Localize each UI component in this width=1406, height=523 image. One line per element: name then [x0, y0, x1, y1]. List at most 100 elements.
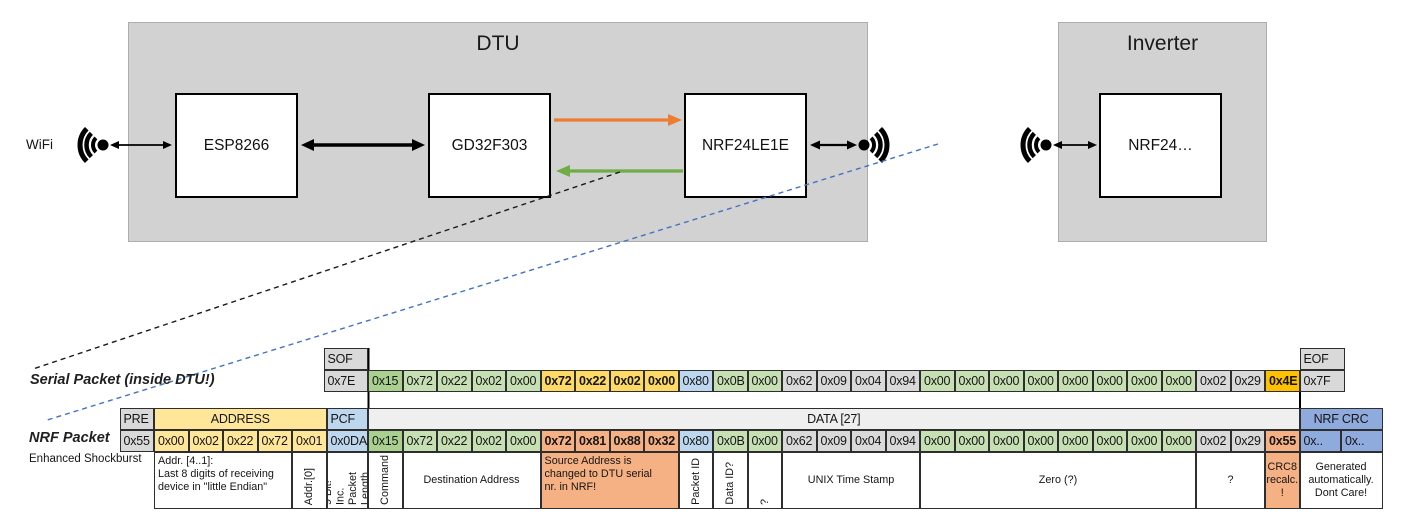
addr-4-1-note: Addr. [4..1]: Last 8 digits of receiving…: [154, 452, 292, 509]
packet-id-note-text: Packet ID: [689, 458, 702, 505]
nrf-byte-4: 0x00: [506, 430, 541, 452]
pre-byte: 0x55: [119, 430, 154, 452]
serial-byte-9: 0x80: [678, 370, 713, 392]
inverter-title: Inverter: [1126, 32, 1199, 55]
addr-0-note: Addr.[0]: [292, 452, 327, 509]
nrf-byte-26: 0x55: [1265, 430, 1300, 452]
data-id-note-text: Data ID?: [724, 462, 736, 505]
pcf-header: PCF: [326, 408, 368, 430]
enhanced-shockburst-label: Enhanced Shockburst: [29, 453, 142, 465]
serial-byte-22: 0x00: [1127, 370, 1162, 392]
serial-byte-8: 0x00: [644, 370, 679, 392]
unknown-byte-note-text: ?: [758, 498, 771, 505]
serial-byte-24: 0x02: [1196, 370, 1231, 392]
nrf-byte-22: 0x00: [1127, 430, 1162, 452]
serial-byte-21: 0x00: [1092, 370, 1127, 392]
nrf-crc-header: NRF CRC: [1299, 408, 1383, 430]
nrf-byte-17: 0x00: [954, 430, 989, 452]
packet-id-note: Packet ID: [678, 452, 713, 509]
serial-byte-20: 0x00: [1058, 370, 1093, 392]
serial-byte-4: 0x00: [506, 370, 541, 392]
sof-header: SOF: [323, 348, 368, 370]
pre-header: PRE: [119, 408, 154, 430]
unknown-byte-note: ?: [747, 452, 782, 509]
command-note-text: Command: [379, 455, 391, 505]
serial-byte-13: 0x09: [816, 370, 851, 392]
address-byte-2: 0x22: [223, 430, 258, 452]
nrf-byte-3: 0x02: [471, 430, 506, 452]
inverter-nrf24-label: NRF24…: [1128, 136, 1193, 154]
serial-byte-15: 0x94: [885, 370, 920, 392]
serial-byte-19: 0x00: [1023, 370, 1058, 392]
nrf-byte-24: 0x02: [1196, 430, 1231, 452]
nrf-byte-16: 0x00: [920, 430, 955, 452]
nrf-byte-10: 0x0B: [713, 430, 748, 452]
nrf-byte-6: 0x81: [575, 430, 610, 452]
nrf-byte-11: 0x00: [747, 430, 782, 452]
nrf-byte-8: 0x32: [644, 430, 679, 452]
serial-byte-7: 0x02: [609, 370, 644, 392]
inverter-module-box: Inverter: [1058, 22, 1267, 242]
serial-byte-25: 0x29: [1230, 370, 1265, 392]
address-byte-4: 0x01: [292, 430, 327, 452]
zero-note: Zero (?): [920, 452, 1196, 509]
serial-byte-23: 0x00: [1161, 370, 1196, 392]
source-address-note: Source Address is changed to DTU serial …: [540, 452, 679, 509]
crc8-note: CRC8 recalc. !: [1265, 452, 1300, 509]
nrf-byte-21: 0x00: [1092, 430, 1127, 452]
serial-byte-12: 0x62: [782, 370, 817, 392]
data-id-note: Data ID?: [713, 452, 748, 509]
serial-byte-2: 0x22: [437, 370, 472, 392]
address-byte-3: 0x72: [257, 430, 292, 452]
serial-byte-14: 0x04: [851, 370, 886, 392]
serial-byte-17: 0x00: [954, 370, 989, 392]
nrf-byte-15: 0x94: [885, 430, 920, 452]
nrf-byte-1: 0x72: [402, 430, 437, 452]
serial-byte-5: 0x72: [540, 370, 575, 392]
nrf-byte-0: 0x15: [368, 430, 403, 452]
pcf-note: 9 Bit! Inc. Packet Length: [326, 452, 368, 509]
unknown-pair-note: ?: [1196, 452, 1265, 509]
nrf-byte-18: 0x00: [989, 430, 1024, 452]
address-byte-1: 0x02: [188, 430, 223, 452]
addr-0-note-text: Addr.[0]: [303, 467, 315, 505]
nrf-packet-label: NRF Packet: [29, 430, 110, 446]
inverter-nrf24-box: NRF24…: [1099, 93, 1222, 198]
serial-byte-10: 0x0B: [713, 370, 748, 392]
sof-byte: 0x7E: [323, 370, 368, 392]
nrf-byte-14: 0x04: [851, 430, 886, 452]
pcf-byte: 0x0DA: [326, 430, 368, 452]
eof-byte: 0x7F: [1299, 370, 1345, 392]
nrf-byte-12: 0x62: [782, 430, 817, 452]
pcf-note-text: 9 Bit! Inc. Packet Length: [326, 471, 368, 505]
nrf-crc-note: Generated automatically. Dont Care!: [1299, 452, 1383, 509]
serial-byte-26: 0x4E: [1265, 370, 1300, 392]
nrf-byte-13: 0x09: [816, 430, 851, 452]
unix-time-stamp-note: UNIX Time Stamp: [782, 452, 920, 509]
eof-header: EOF: [1299, 348, 1345, 370]
nrf-byte-5: 0x72: [540, 430, 575, 452]
serial-byte-6: 0x22: [575, 370, 610, 392]
command-note: Command: [368, 452, 403, 509]
data-header: DATA [27]: [368, 408, 1300, 430]
serial-byte-11: 0x00: [747, 370, 782, 392]
serial-byte-16: 0x00: [920, 370, 955, 392]
serial-byte-1: 0x72: [402, 370, 437, 392]
nrf-byte-7: 0x88: [609, 430, 644, 452]
nrf-byte-9: 0x80: [678, 430, 713, 452]
address-byte-0: 0x00: [154, 430, 189, 452]
dtu-title: DTU: [476, 32, 520, 55]
nrf-byte-20: 0x00: [1058, 430, 1093, 452]
serial-byte-3: 0x02: [471, 370, 506, 392]
nrf-byte-23: 0x00: [1161, 430, 1196, 452]
nrf-crc-byte-0: 0x..: [1299, 430, 1341, 452]
destination-address-note: Destination Address: [402, 452, 541, 509]
nrf-crc-byte-1: 0x..: [1341, 430, 1383, 452]
address-header: ADDRESS: [154, 408, 327, 430]
serial-byte-18: 0x00: [989, 370, 1024, 392]
nrf-byte-25: 0x29: [1230, 430, 1265, 452]
serial-byte-0: 0x15: [368, 370, 403, 392]
nrf-byte-19: 0x00: [1023, 430, 1058, 452]
